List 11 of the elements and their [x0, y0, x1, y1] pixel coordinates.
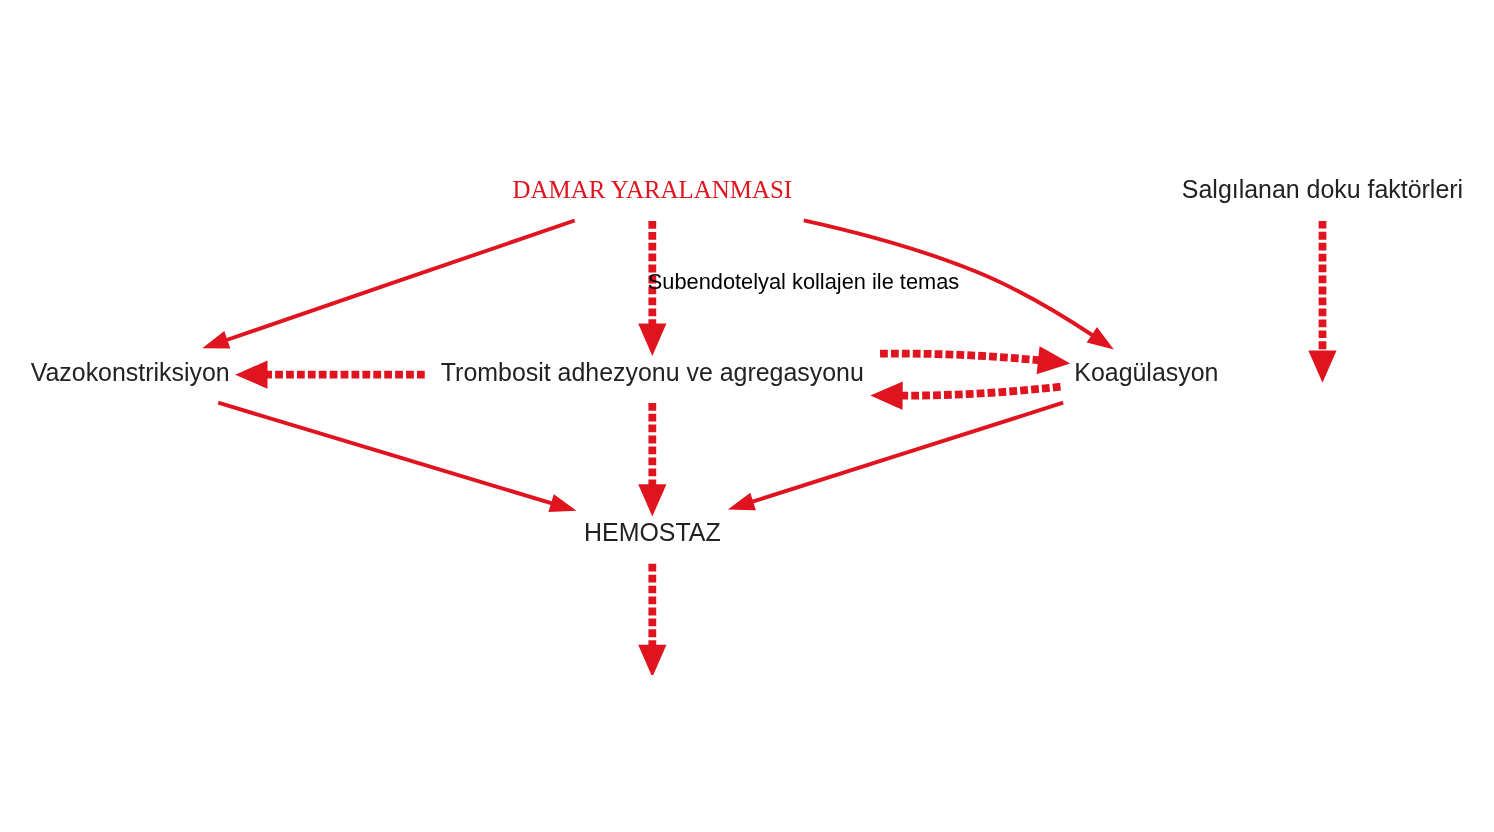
- arrow: [803, 217, 1114, 350]
- node-text: DAMAR YARALANMASI: [512, 175, 793, 203]
- arrow: [217, 400, 577, 512]
- node-text: Trombosit adhezyonu ve agregasyonu: [440, 357, 864, 386]
- arrow: [727, 400, 1064, 510]
- edge-label: Subendotelyal kollajen ile temas: [647, 268, 960, 294]
- node-text: Koagülasyon: [1074, 357, 1219, 386]
- node-text: HEMOSTAZ: [584, 517, 721, 546]
- node-text: Vazokonstriksiyon: [30, 357, 230, 386]
- node-text: Salgılanan doku faktörleri: [1181, 174, 1464, 203]
- arrow: [202, 218, 576, 348]
